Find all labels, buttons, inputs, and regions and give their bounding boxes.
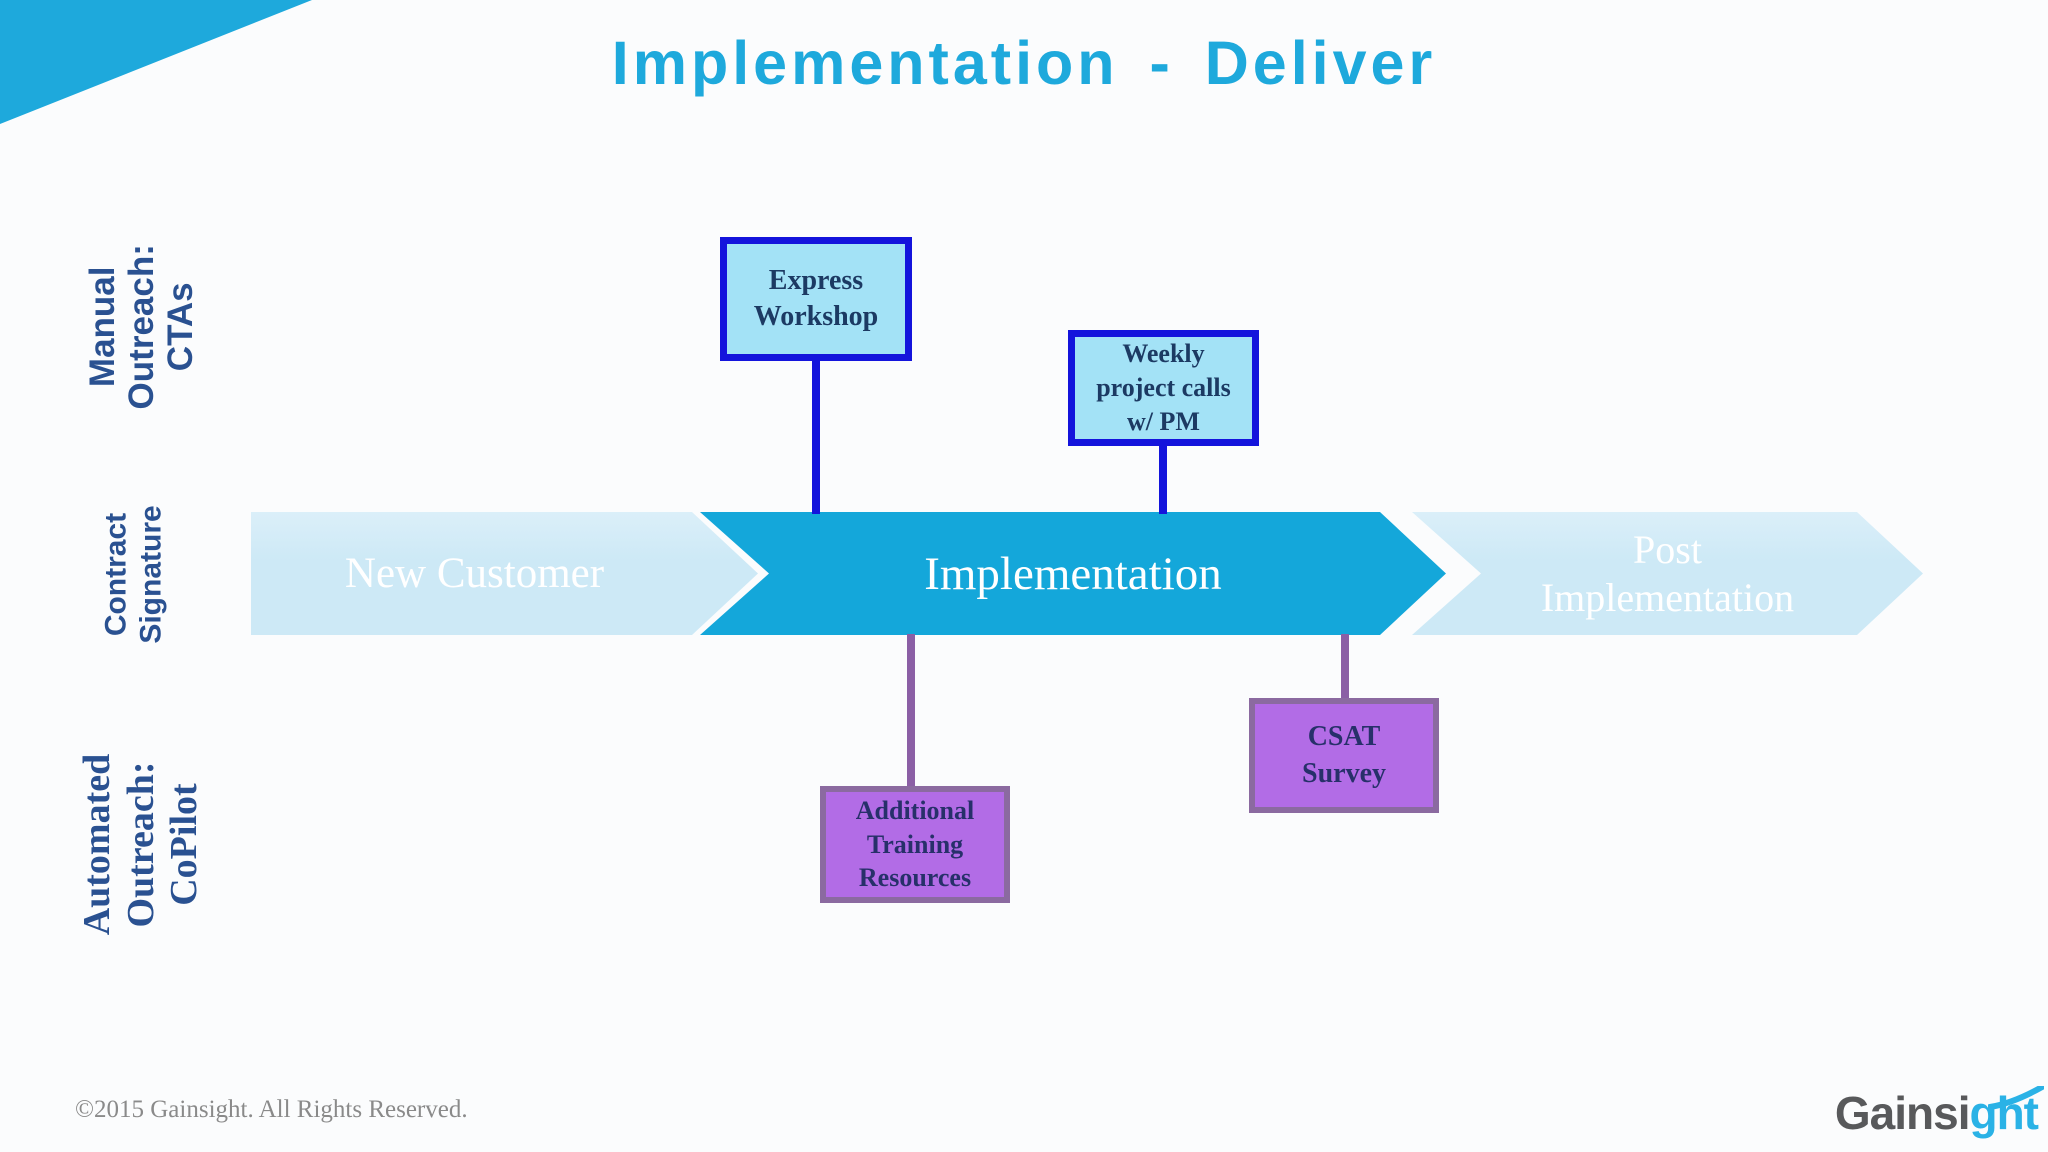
callout-additional-training-resources: Additional Training Resources — [820, 786, 1010, 903]
row-label-manual-outreach-text: Manual Outreach: CTAs — [83, 244, 201, 410]
callout-weekly-project-calls-text: Weekly project calls w/ PM — [1096, 339, 1231, 436]
stage-arrow-implementation: Implementation — [700, 512, 1446, 635]
slide-title: Implementation - Deliver — [611, 29, 1437, 97]
row-label-contract-signature-text: Contract Signature — [99, 504, 167, 644]
stage-label-implementation: Implementation — [924, 547, 1222, 600]
row-label-contract-signature: Contract Signature — [4, 444, 264, 704]
row-label-automated-outreach: Automated Outreach: CoPilot — [12, 715, 272, 975]
callout-express-workshop-text: Express Workshop — [753, 264, 879, 332]
row-label-automated-outreach-text: Automated Outreach: CoPilot — [76, 754, 206, 936]
copyright-note: ©2015 Gainsight. All Rights Reserved. — [75, 1096, 468, 1123]
callout-csat-survey-text: CSAT Survey — [1302, 721, 1386, 789]
stage-label-new-customer: New Customer — [344, 550, 605, 597]
stage-arrow-new-customer: New Customer — [251, 512, 758, 635]
callout-weekly-project-calls: Weekly project calls w/ PM — [1068, 330, 1259, 446]
callout-additional-training-resources-text: Additional Training Resources — [855, 795, 975, 893]
connector-csat-survey — [1341, 634, 1349, 702]
gainsight-logo-text-gray: Gainsi — [1834, 1087, 1971, 1139]
connector-additional-training — [907, 634, 915, 790]
row-label-manual-outreach: Manual Outreach: CTAs — [12, 197, 272, 457]
callout-csat-survey: CSAT Survey — [1249, 698, 1439, 813]
stage-arrow-post-implementation: Post Implementation — [1412, 512, 1923, 635]
connector-express-workshop — [812, 350, 820, 514]
gainsight-logo-swoosh-icon — [1988, 1086, 2044, 1110]
callout-express-workshop: Express Workshop — [720, 237, 912, 361]
connector-weekly-project-calls — [1159, 438, 1167, 514]
gainsight-logo: Gainsight — [1834, 1086, 2044, 1140]
stage-label-post-implementation: Post Implementation — [1540, 527, 1795, 620]
